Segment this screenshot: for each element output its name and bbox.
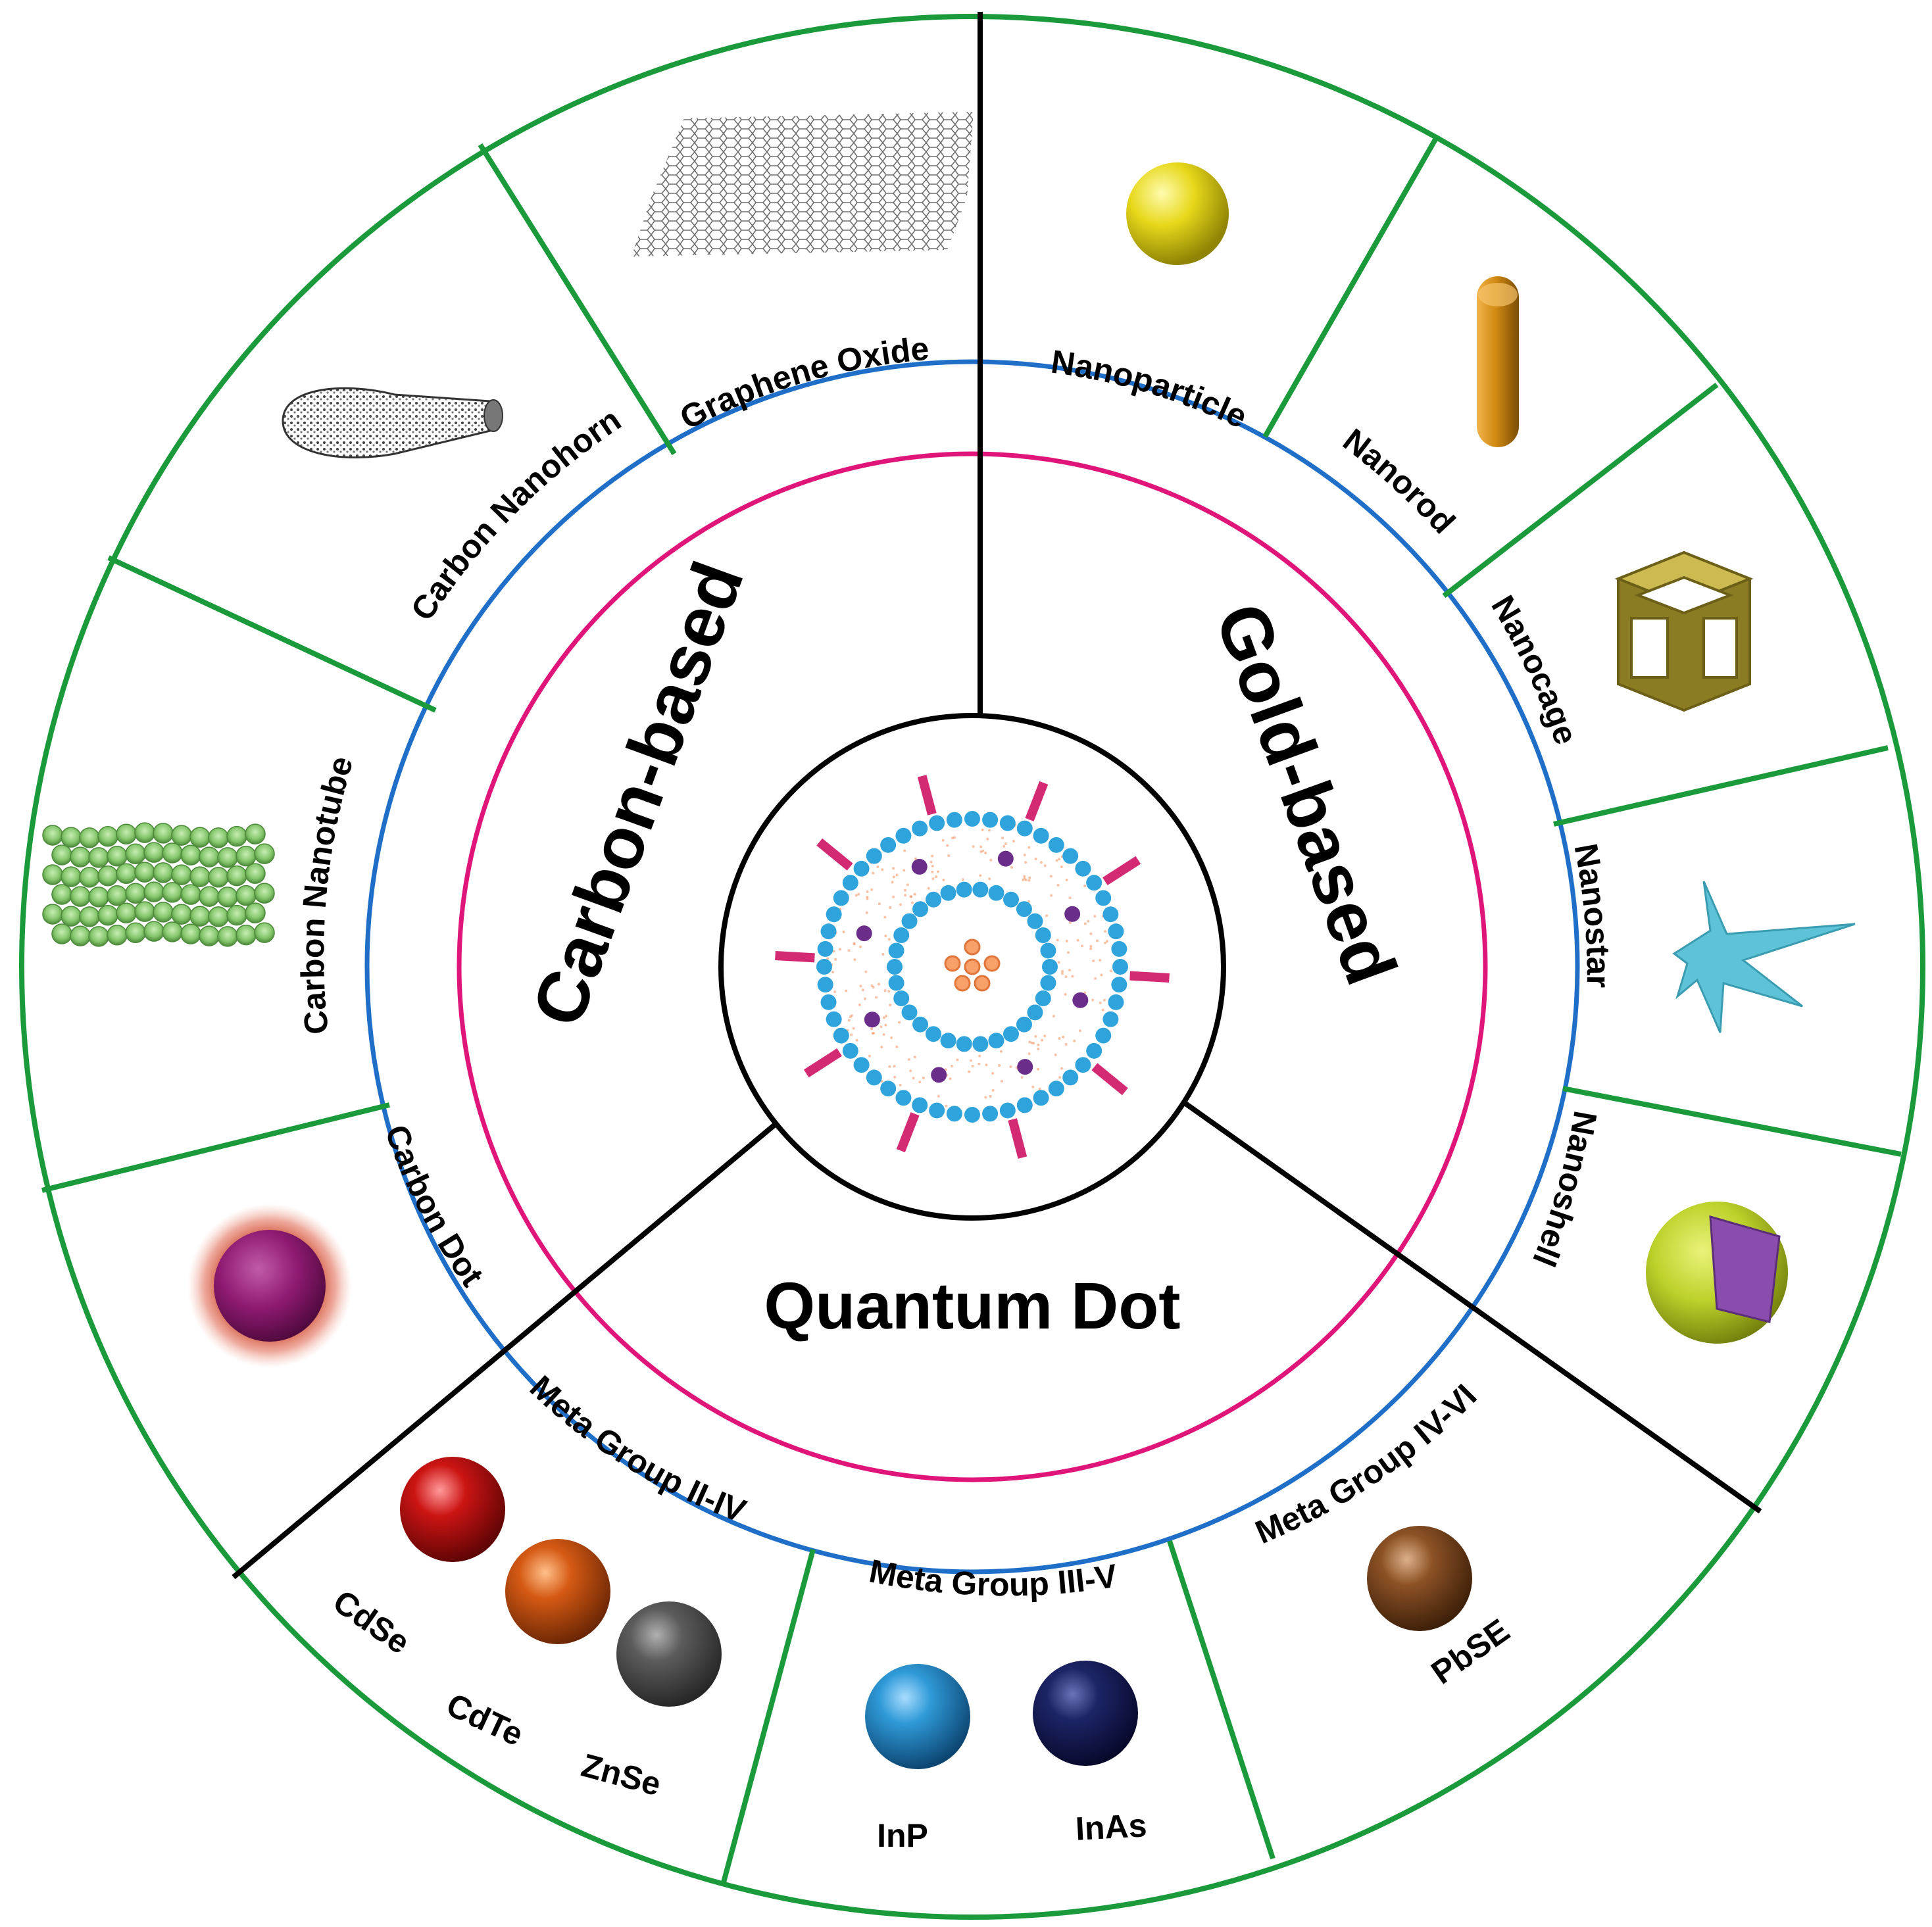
- label-group-4-6: Meta Group IV-VI: [1250, 1377, 1483, 1551]
- carbon-dot-icon: [187, 1204, 352, 1368]
- divider-tube-cdot: [42, 1105, 389, 1190]
- label-nanoshell: Nanoshell: [1525, 1108, 1604, 1271]
- inp-sphere-icon: [865, 1664, 970, 1769]
- label-cdte: CdTe: [441, 1686, 529, 1753]
- divider-g35-g46: [1170, 1541, 1273, 1859]
- divider-cage-star: [1554, 748, 1888, 824]
- cdte-sphere-icon: [505, 1539, 610, 1644]
- label-inp: InP: [877, 1817, 928, 1854]
- label-carbon-dot: Carbon Dot: [378, 1120, 491, 1293]
- gold-nanoparticle-icon: [1126, 162, 1229, 265]
- graphene-oxide-icon: [632, 112, 974, 256]
- label-znse: ZnSe: [578, 1747, 665, 1803]
- nanoshell-icon: [1646, 1202, 1788, 1344]
- cdse-sphere-icon: [400, 1457, 505, 1562]
- divider-graphene-horn: [480, 145, 674, 454]
- divider-np-rod: [1265, 139, 1435, 437]
- carbon-nanotube-icon: [43, 823, 274, 946]
- label-group-2-4: Meta Group II-IV: [523, 1369, 751, 1530]
- nanorod-icon: [1477, 276, 1519, 447]
- label-inas: InAs: [1075, 1807, 1148, 1847]
- category-label-quantum: Quantum Dot: [764, 1269, 1180, 1343]
- label-nanoparticle: Nanoparticle: [1049, 343, 1252, 435]
- divider-star-shell: [1563, 1088, 1901, 1154]
- divider-g24-g35: [724, 1549, 813, 1882]
- inas-sphere-icon: [1033, 1661, 1138, 1766]
- label-nanorod: Nanorod: [1336, 422, 1462, 541]
- divider-horn-tube: [109, 558, 435, 710]
- pbse-sphere-icon: [1367, 1526, 1472, 1631]
- znse-sphere-icon: [616, 1601, 722, 1707]
- label-cdse: CdSe: [326, 1582, 416, 1661]
- nanocage-icon: [1618, 552, 1750, 710]
- carbon-nanohorn-icon: [283, 388, 503, 457]
- label-graphene-oxide: Graphene Oxide: [674, 330, 931, 437]
- nanostar-icon: [1674, 881, 1855, 1033]
- label-carbon-nanotube: Carbon Nanotube: [294, 752, 360, 1036]
